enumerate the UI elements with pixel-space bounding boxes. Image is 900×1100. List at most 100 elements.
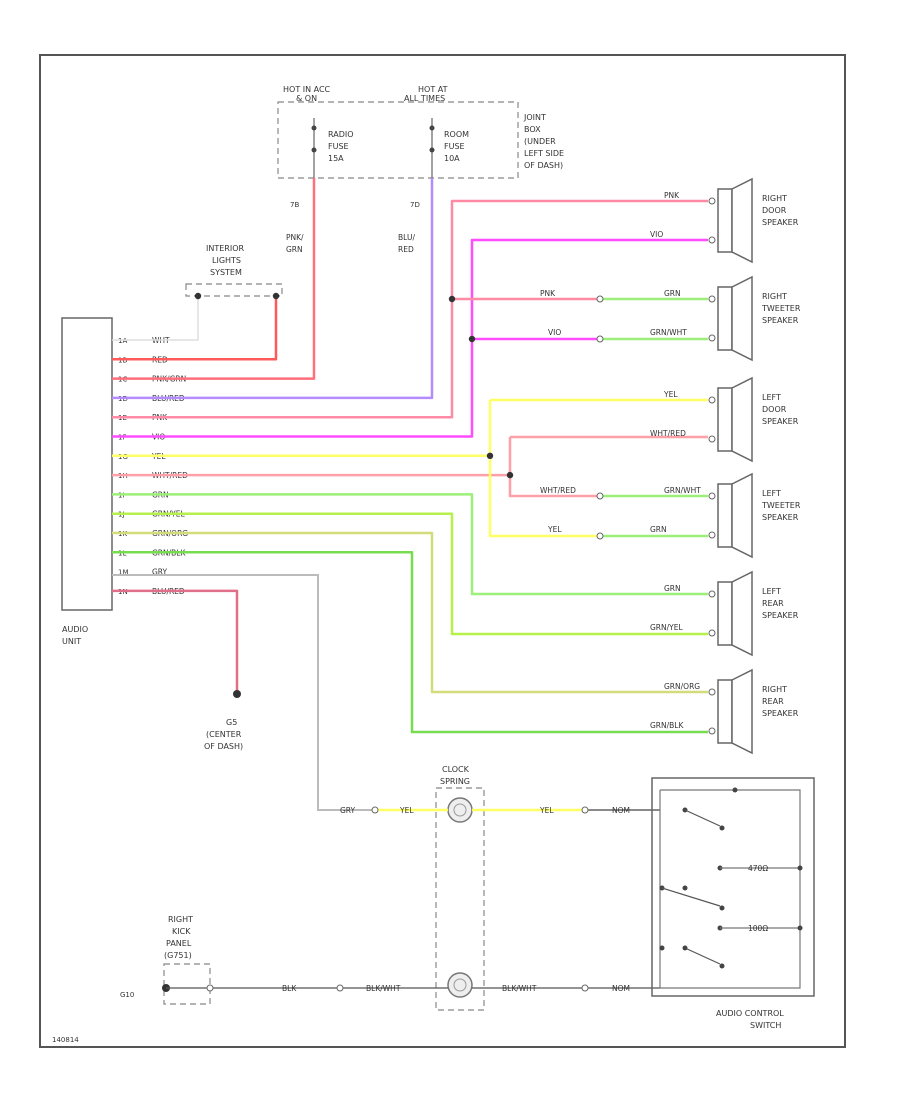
wire [112,296,278,361]
junction-box-label: JOINT [523,113,546,122]
speaker-terminal-icon [708,688,716,696]
speaker-name-label: REAR [762,697,784,706]
wire [488,400,600,538]
svg-text:SYSTEM: SYSTEM [210,268,242,277]
speaker-name-label: SPEAKER [762,513,799,522]
svg-text:PANEL: PANEL [166,939,192,948]
speaker-cone-icon [731,376,753,463]
speaker-terminal-icon [708,531,716,539]
splice-icon [272,292,280,300]
speaker-name-label: LEFT [762,587,781,596]
ground-g5: G5 (CENTER OF DASH) [204,690,243,751]
speaker-name-label: LEFT [762,393,781,402]
figure-code: 140814 [52,1036,79,1044]
audio-pin-label: 1M [118,569,129,577]
resistor-label: 470Ω [748,864,768,873]
audio-unit-label: AUDIO [62,625,88,634]
svg-text:(CENTER: (CENTER [206,730,242,739]
wire-color-label: VIO [650,230,663,239]
svg-text:CLOCK: CLOCK [442,765,470,774]
wire-color-label: YEL [547,525,562,534]
svg-text:SWITCH: SWITCH [750,1021,781,1030]
speaker-cone-icon [731,275,753,362]
splice-icon [194,292,202,300]
speaker-body [717,286,733,351]
ground-point-icon [233,690,241,698]
svg-text:LIGHTS: LIGHTS [212,256,241,265]
svg-text:SPRING: SPRING [440,777,470,786]
svg-text:10A: 10A [444,154,460,163]
fuse-terminal-icon [311,147,317,153]
speaker-terminal-icon [708,334,716,342]
wire-color-label: BLK/WHT [366,984,401,993]
splice-icon [506,471,514,479]
svg-text:(UNDER: (UNDER [524,137,556,146]
svg-text:INTERIOR: INTERIOR [206,244,245,253]
speaker-name-label: SPEAKER [762,709,799,718]
switch-contact-icon [719,905,725,911]
svg-text:(G751): (G751) [164,951,192,960]
svg-text:HOT IN ACC: HOT IN ACC [283,85,331,94]
wire-color-label: PNK [540,289,556,298]
wire-color-label: BLK [282,984,297,993]
kick-panel-label: RIGHT [168,915,193,924]
speaker-name-label: RIGHT [762,292,787,301]
wire-color-label: GRN/YEL [650,623,683,632]
wire-color-label: RED [398,245,414,254]
connector-icon [596,492,604,500]
svg-text:OF DASH): OF DASH) [204,742,243,751]
speaker-terminal-icon [708,197,716,205]
wire [112,178,434,400]
svg-text:HOT AT: HOT AT [418,85,448,94]
svg-text:G5: G5 [226,718,237,727]
wire-color-label: GRN [650,525,667,534]
connector-icon [581,984,589,992]
svg-text:OF DASH): OF DASH) [524,161,563,170]
connector-icon [596,532,604,540]
fuse-terminal-icon [429,125,435,131]
speaker-body [717,387,733,452]
room-fuse-label: ROOM [444,130,469,139]
svg-text:15A: 15A [328,154,344,163]
svg-text:LEFT SIDE: LEFT SIDE [524,149,564,158]
resistor-label: 100Ω [748,924,768,933]
speaker-name-label: RIGHT [762,194,787,203]
switch-contact-icon [719,825,725,831]
speaker-name-label: TWEETER [761,501,801,510]
speaker-name-label: SPEAKER [762,316,799,325]
clock-spring: CLOCK SPRING [435,765,485,1011]
wire-color-label: GRY [340,806,356,815]
svg-text:BOX: BOX [524,125,541,134]
svg-text:FUSE: FUSE [444,142,465,151]
speaker-terminal-icon [708,236,716,244]
speaker-terminal-icon [708,295,716,303]
connector-icon [581,806,589,814]
audio-unit: AUDIO UNIT [61,317,113,646]
splice-icon [468,335,476,343]
speaker-body [717,483,733,548]
connector-icon [206,984,214,992]
speaker-name-label: SPEAKER [762,417,799,426]
wire-color-label: GRN/BLK [650,721,684,730]
speaker-cone-icon [731,472,753,559]
wire-color-label: PNK/ [286,233,304,242]
speaker-name-label: REAR [762,599,784,608]
svg-text:KICK: KICK [172,927,191,936]
svg-text:UNIT: UNIT [62,637,81,646]
wire-color-label: NOM [612,806,630,815]
wire [112,493,708,596]
speaker-terminal-icon [708,435,716,443]
wire-color-label: YEL [539,806,554,815]
wire [112,199,708,419]
audio-pin-label: 1A [118,337,127,345]
wire-color-label: WHT/RED [650,429,686,438]
wire-color-label: GRN/ORG [664,682,700,691]
wire-color-label: GRN [664,584,681,593]
wire-color-label: BLU/ [398,233,415,242]
